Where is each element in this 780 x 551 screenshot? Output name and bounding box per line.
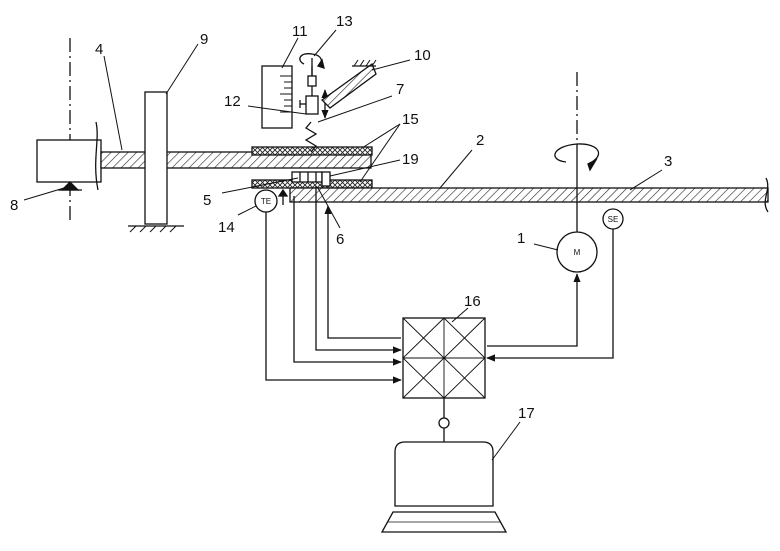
label-17: 17 [518, 405, 535, 422]
te-symbol-text: TE [261, 197, 271, 206]
label-13: 13 [336, 13, 353, 30]
label-4: 4 [95, 41, 103, 58]
label-9: 9 [200, 31, 208, 48]
signal-line-te [266, 212, 401, 380]
rotation-arrow-13 [300, 54, 322, 66]
specimen-holder [292, 172, 322, 182]
label-6: 6 [336, 231, 344, 248]
scale-plate-part-11 [262, 66, 292, 128]
label-8: 8 [10, 197, 18, 214]
label-2: 2 [476, 132, 484, 149]
label-1: 1 [517, 230, 525, 247]
label-19: 19 [402, 151, 419, 168]
motor-symbol-text: M [574, 248, 581, 257]
label-11: 11 [292, 23, 308, 40]
label-12: 12 [224, 93, 241, 110]
label-7: 7 [396, 81, 404, 98]
computer-monitor-part-17 [395, 442, 493, 506]
specimen-part-19 [322, 172, 330, 186]
support-column-part-9 [145, 92, 167, 224]
signal-line-a [294, 196, 401, 362]
link-node [439, 418, 449, 428]
label-15: 15 [402, 111, 419, 128]
pivot-part-8 [62, 182, 78, 190]
screw-body-part-12 [306, 96, 318, 114]
label-10: 10 [414, 47, 431, 64]
label-14: 14 [218, 219, 235, 236]
controller-bridge-symbol [403, 318, 485, 398]
ground-hatch [130, 226, 176, 232]
lever-arm-part-10 [322, 64, 376, 108]
label-3: 3 [664, 153, 672, 170]
control-line-motor [487, 274, 577, 346]
label-16: 16 [464, 293, 481, 310]
box-part-8 [37, 140, 101, 182]
se-symbol-text: SE [608, 215, 619, 224]
signal-line-b [316, 186, 401, 350]
shaft-part-3 [290, 188, 768, 202]
label-5: 5 [203, 192, 211, 209]
